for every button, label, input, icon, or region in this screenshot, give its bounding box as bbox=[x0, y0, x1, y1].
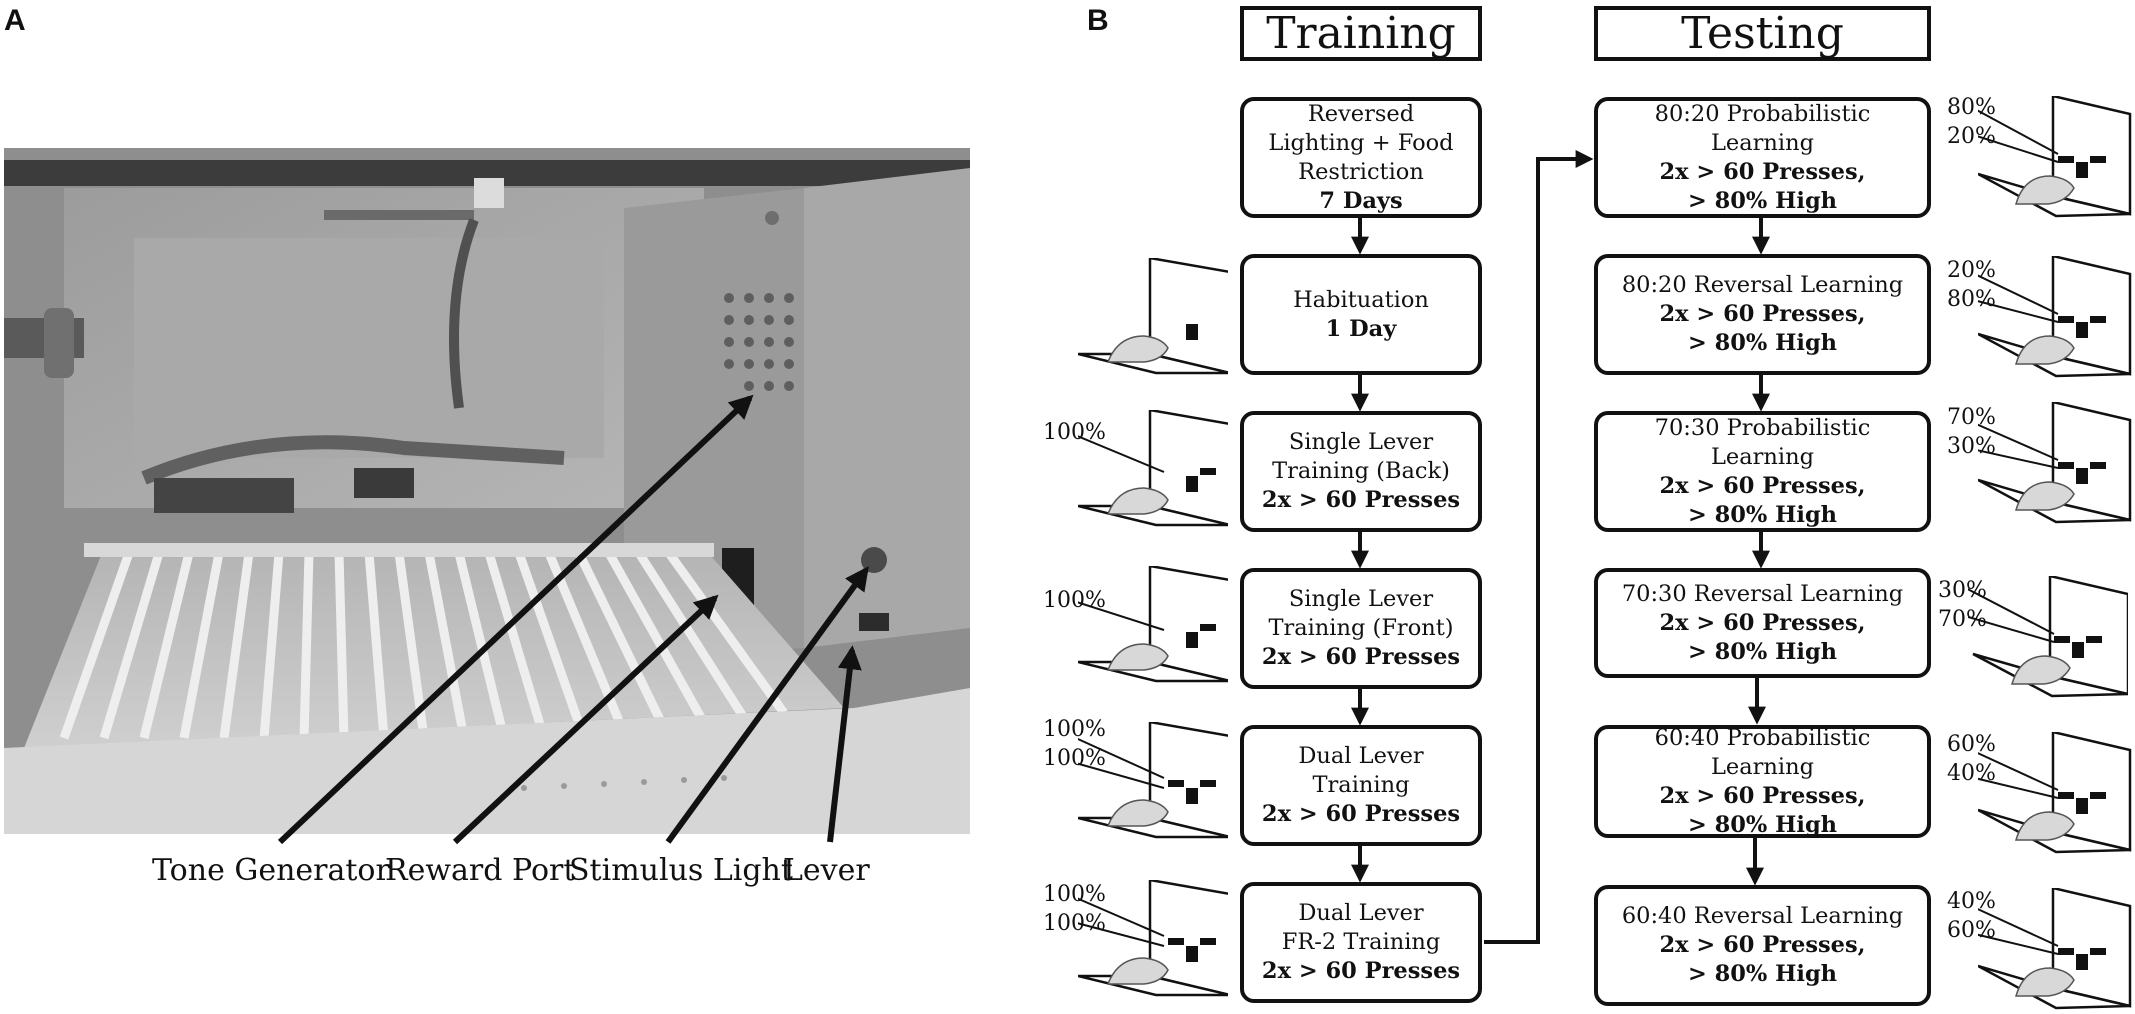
lever-label: Lever bbox=[783, 853, 870, 888]
step-criterion: 2x > 60 Presses, bbox=[1659, 301, 1866, 327]
step-criterion: 2x > 60 Presses bbox=[1261, 958, 1461, 984]
step-criterion: > 80% High bbox=[1687, 638, 1838, 665]
lever-probability-label: 60% bbox=[1947, 918, 1996, 943]
chamber-rat-icon bbox=[1957, 94, 2133, 222]
panel-b-letter: B bbox=[1087, 4, 1109, 37]
lever-probability-label: 70% bbox=[1947, 405, 1996, 430]
stimulus-light-arrow bbox=[665, 566, 869, 844]
lever-probability-label: 60% bbox=[1947, 732, 1996, 757]
panel-a-letter: A bbox=[4, 4, 26, 37]
chamber-rat-icon bbox=[1957, 574, 2130, 702]
lever-probability-label: 100% bbox=[1043, 746, 1106, 771]
step-line: 60:40 Reversal Learning bbox=[1621, 903, 1904, 929]
lever-probability-label: 20% bbox=[1947, 124, 1996, 149]
step-line: Learning bbox=[1710, 443, 1814, 470]
step-criterion: 2x > 60 Presses, bbox=[1659, 782, 1866, 809]
testing-header: Testing bbox=[1594, 6, 1931, 61]
testing-step-2: 80:20 Reversal Learning 2x > 60 Presses,… bbox=[1594, 254, 1931, 375]
lever-probability-label: 100% bbox=[1043, 420, 1106, 445]
step-criterion: > 80% High bbox=[1687, 961, 1838, 987]
operant-chamber-photo bbox=[4, 148, 970, 834]
step-criterion: 2x > 60 Presses bbox=[1261, 487, 1461, 513]
step-line: 80:20 Probabilistic bbox=[1654, 100, 1871, 127]
step-criterion: 2x > 60 Presses, bbox=[1659, 609, 1866, 636]
tone-generator-label: Tone Generator bbox=[152, 853, 390, 888]
step-criterion: 2x > 60 Presses bbox=[1261, 801, 1461, 827]
training-step-5: Dual Lever Training 2x > 60 Presses bbox=[1240, 725, 1482, 846]
chamber-rat-icon bbox=[1077, 256, 1232, 382]
step-criterion: 7 Days bbox=[1319, 187, 1403, 214]
chamber-rat-icon bbox=[1057, 564, 1232, 690]
step-criterion: 2x > 60 Presses bbox=[1261, 644, 1461, 670]
step-criterion: 2x > 60 Presses, bbox=[1659, 932, 1866, 958]
step-criterion: 1 Day bbox=[1325, 315, 1397, 342]
step-criterion: 2x > 60 Presses, bbox=[1659, 472, 1866, 499]
step-criterion: > 80% High bbox=[1687, 330, 1838, 356]
training-step-4: Single Lever Training (Front) 2x > 60 Pr… bbox=[1240, 568, 1482, 689]
lever-probability-label: 100% bbox=[1043, 717, 1106, 742]
step-line: Training (Front) bbox=[1268, 615, 1454, 641]
step-line: Learning bbox=[1710, 753, 1814, 780]
testing-step-4: 70:30 Reversal Learning 2x > 60 Presses,… bbox=[1594, 568, 1931, 678]
lever-arrow bbox=[827, 645, 862, 843]
step-line: Training bbox=[1312, 772, 1410, 798]
lever-probability-label: 30% bbox=[1938, 578, 1987, 603]
testing-step-1: 80:20 Probabilistic Learning 2x > 60 Pre… bbox=[1594, 97, 1931, 218]
step-line: Habituation bbox=[1293, 286, 1429, 313]
step-criterion: > 80% High bbox=[1687, 187, 1838, 214]
training-step-3: Single Lever Training (Back) 2x > 60 Pre… bbox=[1240, 411, 1482, 532]
chamber-rat-icon bbox=[1957, 730, 2133, 858]
training-header: Training bbox=[1240, 6, 1482, 61]
chamber-rat-icon bbox=[1057, 720, 1232, 846]
chamber-rat-icon bbox=[1057, 878, 1232, 1004]
step-criterion: 2x > 60 Presses, bbox=[1659, 158, 1866, 185]
testing-step-3: 70:30 Probabilistic Learning 2x > 60 Pre… bbox=[1594, 411, 1931, 532]
step-line: 80:20 Reversal Learning bbox=[1621, 272, 1904, 298]
stimulus-light-label: Stimulus Light bbox=[569, 853, 793, 888]
chamber-rat-icon bbox=[1057, 408, 1232, 534]
lever-probability-label: 30% bbox=[1947, 434, 1996, 459]
training-step-6: Dual Lever FR-2 Training 2x > 60 Presses bbox=[1240, 882, 1482, 1003]
step-line: Single Lever bbox=[1288, 429, 1434, 455]
step-line: 70:30 Probabilistic bbox=[1654, 414, 1871, 441]
chamber-rat-icon bbox=[1957, 400, 2133, 528]
reward-port-label: Reward Port bbox=[385, 853, 576, 888]
reward-port-arrow bbox=[452, 594, 719, 845]
lever-probability-label: 20% bbox=[1947, 258, 1996, 283]
step-line: Restriction bbox=[1298, 158, 1424, 185]
tone-generator-arrow bbox=[277, 394, 754, 845]
step-criterion: > 80% High bbox=[1687, 501, 1838, 528]
chamber-rat-icon bbox=[1957, 254, 2133, 382]
lever-probability-label: 80% bbox=[1947, 287, 1996, 312]
testing-step-5: 60:40 Probabilistic Learning 2x > 60 Pre… bbox=[1594, 725, 1931, 838]
chamber-rat-icon bbox=[1957, 886, 2133, 1014]
step-line: 60:40 Probabilistic bbox=[1654, 724, 1871, 751]
lever-probability-label: 100% bbox=[1043, 882, 1106, 907]
testing-step-6: 60:40 Reversal Learning 2x > 60 Presses,… bbox=[1594, 885, 1931, 1006]
step-line: Learning bbox=[1710, 129, 1814, 156]
step-line: Lighting + Food bbox=[1268, 129, 1454, 156]
step-criterion: > 80% High bbox=[1687, 811, 1838, 838]
step-line: Reversed bbox=[1307, 100, 1415, 127]
training-step-1: Reversed Lighting + Food Restriction 7 D… bbox=[1240, 97, 1482, 218]
step-line: Dual Lever bbox=[1298, 743, 1424, 769]
step-line: FR-2 Training bbox=[1281, 929, 1441, 955]
lever-probability-label: 40% bbox=[1947, 889, 1996, 914]
step-line: Single Lever bbox=[1288, 586, 1434, 612]
step-line: Training (Back) bbox=[1272, 458, 1450, 484]
training-step-2: Habituation 1 Day bbox=[1240, 254, 1482, 375]
step-line: Dual Lever bbox=[1298, 900, 1424, 926]
lever-probability-label: 100% bbox=[1043, 911, 1106, 936]
step-line: 70:30 Reversal Learning bbox=[1621, 580, 1904, 607]
